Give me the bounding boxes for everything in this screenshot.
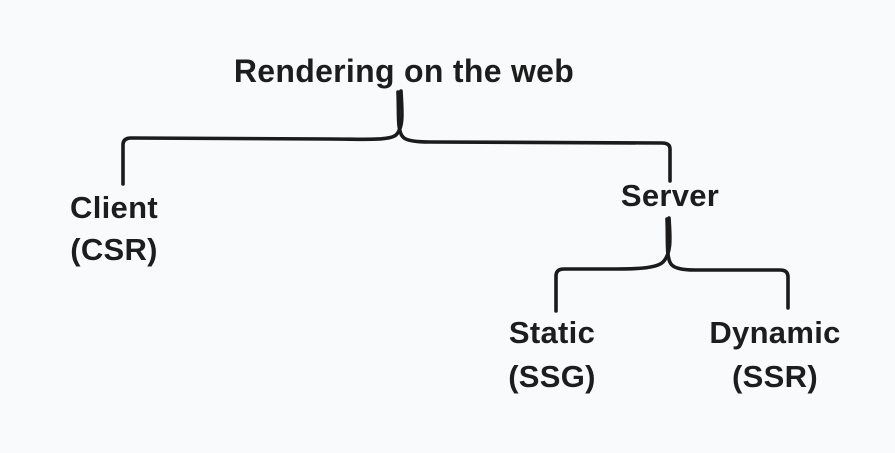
edge-server-dynamic — [665, 217, 790, 310]
edge-root-client — [121, 89, 404, 186]
edge-server-static — [554, 216, 672, 313]
node-static-code: (SSG) — [508, 359, 596, 394]
node-dynamic: Dynamic (SSR) — [709, 311, 840, 399]
node-server-label: Server — [620, 178, 720, 213]
node-client-code: (CSR) — [70, 232, 158, 267]
node-static: Static (SSG) — [508, 311, 596, 399]
node-root-label: Rendering on the web — [233, 53, 575, 89]
node-dynamic-label: Dynamic — [709, 315, 841, 350]
node-dynamic-code: (SSR) — [732, 359, 818, 394]
edge-root-server — [396, 90, 672, 183]
node-client-label: Client — [70, 190, 158, 225]
node-root: Rendering on the web — [234, 52, 574, 90]
node-client: Client (CSR) — [70, 187, 158, 271]
node-server: Server — [621, 177, 719, 215]
node-static-label: Static — [508, 315, 596, 350]
